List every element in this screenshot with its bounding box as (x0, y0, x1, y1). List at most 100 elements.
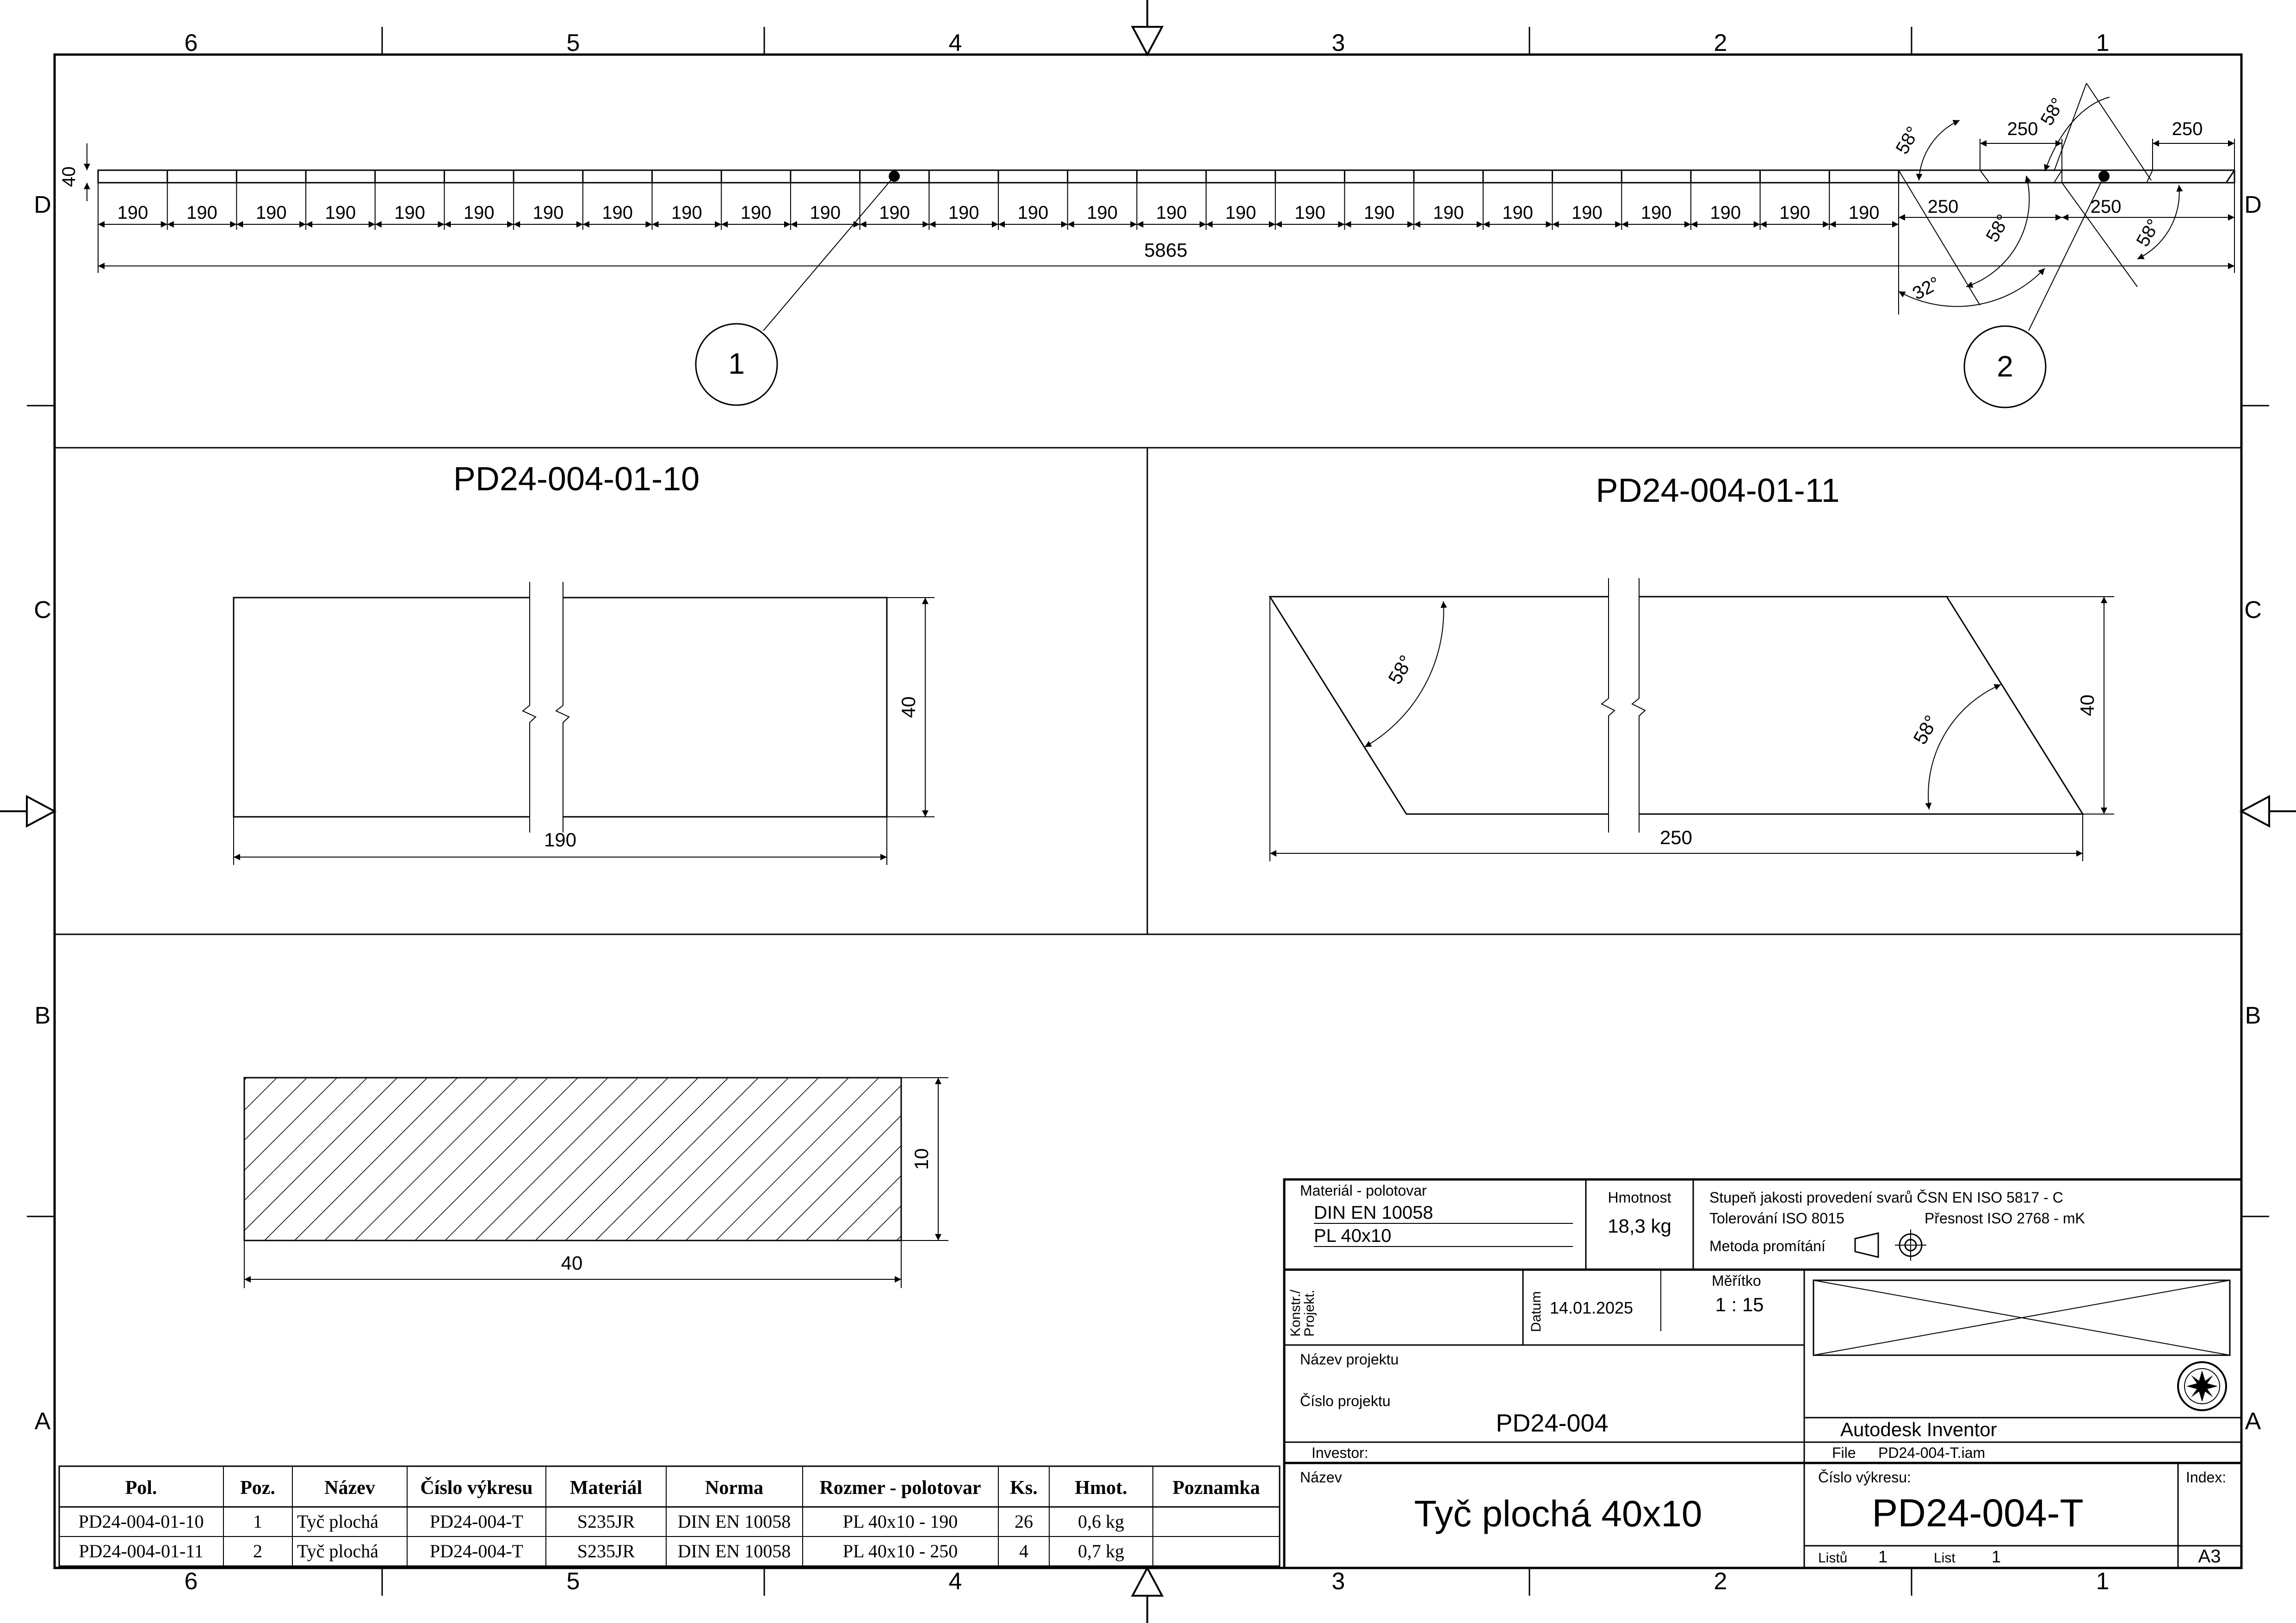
detail-1-height-dim: 40 (897, 697, 919, 718)
row1-nazev: Tyč plochá (297, 1511, 378, 1532)
detail-1-length-dim: 190 (544, 829, 576, 851)
zone-col-2: 2 (1714, 30, 1727, 56)
col-header-pol: Pol. (125, 1477, 157, 1499)
segment-dim-label: 190 (1433, 203, 1464, 223)
date-value: 14.01.2025 (1550, 1298, 1633, 1317)
balloon-1 (695, 323, 778, 406)
segment-dim-label: 190 (186, 203, 217, 223)
section-width-dim: 40 (561, 1252, 583, 1274)
mass-label: Hmotnost (1608, 1189, 1671, 1206)
sheets-label: Listů (1818, 1550, 1847, 1566)
top-dim-right: 250 (2172, 119, 2203, 139)
col-header-material: Materiál (570, 1477, 642, 1499)
segment-dimensions: 190 190 190 190 190 190 190 190 190 190 190 190 190 1… (98, 170, 1900, 230)
projekt-label: Projekt. (1302, 1290, 1317, 1337)
name-label: Název (1300, 1469, 1342, 1486)
segment-dim-label: 190 (602, 203, 633, 223)
total-dim: 5865 (1144, 239, 1187, 261)
row2-cislo: PD24-004-T (430, 1541, 523, 1561)
segment-dim-label: 190 (117, 203, 148, 223)
row1-rozmer: PL 40x10 - 190 (843, 1511, 958, 1532)
zone-row-a: A (35, 1408, 51, 1435)
zone-row-d: D (34, 191, 51, 218)
col-header-nazev: Název (324, 1477, 375, 1499)
balloon-2 (1963, 325, 2047, 408)
projection-symbol-icon (1854, 1229, 1926, 1261)
segment-dim-label: 190 (1364, 203, 1395, 223)
segment-dim-label: 190 (948, 203, 979, 223)
company-logo-placeholder (1813, 1279, 2231, 1356)
segment-dim-label: 190 (394, 203, 425, 223)
segment-dim-label: 190 (1156, 203, 1187, 223)
row2-material: S235JR (577, 1541, 635, 1561)
col-header-hmot: Hmot. (1075, 1477, 1127, 1499)
zone-row-c: C (34, 597, 51, 623)
segment-dim-label: 190 (810, 203, 841, 223)
zone-row-d-right: D (2244, 191, 2262, 218)
segment-dim-label: 190 (1572, 203, 1603, 223)
segment-dim-label: 190 (1017, 203, 1048, 223)
drawing-number: PD24-004-T (1872, 1491, 2084, 1535)
zone-col-6: 6 (185, 30, 198, 56)
row2-poz: 2 (253, 1541, 262, 1561)
scale-label: Měřítko (1712, 1272, 1761, 1289)
mass-value: 18,3 kg (1608, 1215, 1671, 1237)
segment-dim-label: 190 (1849, 203, 1880, 223)
row1-hmot: 0,6 kg (1078, 1511, 1124, 1532)
zone-row-a-right: A (2245, 1408, 2261, 1435)
row1-norma: DIN EN 10058 (678, 1511, 791, 1532)
datum-label: Datum (1529, 1291, 1544, 1332)
detail-2-angle-left: 58° (1384, 651, 1417, 688)
tolerance: Tolerování ISO 8015 (1709, 1210, 1844, 1227)
segment-dim-label: 190 (1641, 203, 1672, 223)
segment-dim-label: 190 (1779, 203, 1810, 223)
sheet-value: 1 (1992, 1547, 2001, 1566)
investor-label: Investor: (1312, 1444, 1368, 1461)
software-name: Autodesk Inventor (1840, 1419, 1997, 1440)
segment-dim-label: 190 (741, 203, 772, 223)
section-height-dim: 10 (910, 1148, 932, 1170)
precision: Přesnost ISO 2768 - mK (1925, 1210, 2085, 1227)
parts-list: Pol. Poz. Název Číslo výkresu Materiál N… (58, 1465, 1281, 1567)
scale-value: 1 : 15 (1715, 1294, 1764, 1315)
col-header-poznamka: Poznamka (1173, 1477, 1260, 1499)
zone-col-1-bottom: 1 (2096, 1568, 2110, 1595)
row2-rozmer: PL 40x10 - 250 (843, 1541, 958, 1561)
row1-cislo: PD24-004-T (430, 1511, 523, 1532)
col-header-ks: Ks. (1010, 1477, 1038, 1499)
row2-nazev: Tyč plochá (297, 1541, 378, 1561)
segment-dim-label: 190 (464, 203, 495, 223)
balloon-1-label: 1 (728, 347, 745, 380)
title-block: Materiál - polotovar DIN EN 10058 PL 40x… (1283, 1178, 2243, 1569)
row2-norma: DIN EN 10058 (678, 1541, 791, 1561)
row2-ks: 4 (1019, 1541, 1028, 1561)
segment-dim-label: 190 (1502, 203, 1533, 223)
zone-col-3-bottom: 3 (1332, 1568, 1345, 1595)
material-1: DIN EN 10058 (1314, 1203, 1433, 1223)
row1-pol: PD24-004-01-10 (78, 1511, 204, 1532)
row1-ks: 26 (1015, 1511, 1033, 1532)
compass-logo-icon (2177, 1361, 2227, 1411)
detail-2-angle-right: 58° (1909, 711, 1942, 748)
end-dim-left: 250 (1928, 197, 1959, 217)
weld-quality: Stupeň jakosti provedení svarů ČSN EN IS… (1709, 1189, 2063, 1206)
segment-dim-label: 190 (879, 203, 910, 223)
format-value: A3 (2198, 1546, 2221, 1567)
sheet-label: List (1934, 1550, 1956, 1566)
row1-poz: 1 (253, 1511, 262, 1532)
row2-hmot: 0,7 kg (1078, 1541, 1124, 1561)
zone-col-5: 5 (567, 30, 580, 56)
zone-col-4-bottom: 4 (949, 1568, 962, 1595)
file-label: File (1832, 1444, 1856, 1461)
zone-col-1: 1 (2096, 30, 2110, 56)
segment-dim-label: 190 (1710, 203, 1741, 223)
detail-view-1: PD24-004-01-10 190 40 (233, 461, 934, 865)
material-label: Materiál - polotovar (1300, 1182, 1427, 1199)
segment-dim-label: 190 (325, 203, 356, 223)
project-number: PD24-004 (1496, 1409, 1608, 1437)
detail-2-length-dim: 250 (1660, 827, 1692, 848)
row1-material: S235JR (577, 1511, 635, 1532)
overview-view: 190 190 190 190 190 190 190 190 190 190 190 190 190 1… (59, 83, 2235, 408)
zone-row-b-right: B (2245, 1002, 2261, 1029)
